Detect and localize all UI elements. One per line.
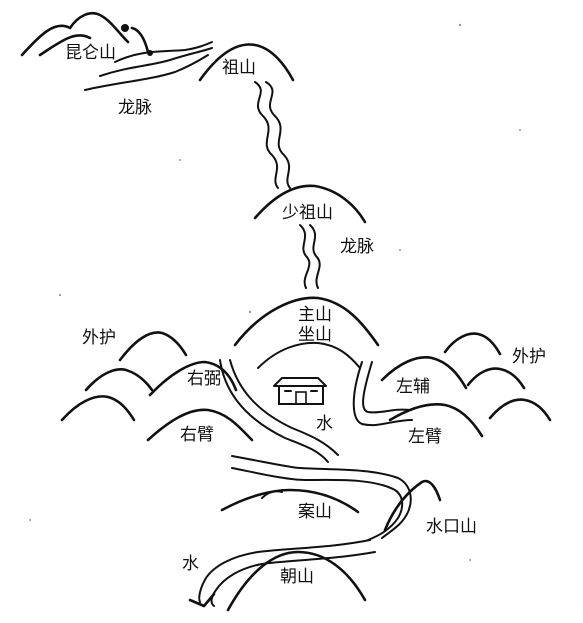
dragon-vein-top-line-3 xyxy=(84,54,209,91)
water-exit-line-a xyxy=(198,539,371,603)
anshan-ridge-marks xyxy=(261,490,283,499)
dragon-vein-top-line-1 xyxy=(114,41,213,63)
label-youbi-inner: 右弼 xyxy=(187,369,221,389)
youbi-arm-outline xyxy=(146,408,254,442)
zhushan-mountain-outline xyxy=(233,296,380,347)
label-zuobi: 左臂 xyxy=(408,427,442,447)
label-chaoshan: 朝山 xyxy=(280,567,314,587)
shuikoushan-outline xyxy=(383,479,442,532)
water-exit-arrow xyxy=(188,592,216,608)
paper-specks xyxy=(29,23,521,561)
label-kunlun: 昆仑山 xyxy=(65,43,116,63)
dragon-vein-upper-line-a xyxy=(254,81,279,189)
label-waihu-right: 外护 xyxy=(512,347,546,367)
water-left-arm-line-b xyxy=(229,359,339,456)
label-youbi: 右臂 xyxy=(180,425,214,445)
dragon-vein-top-line-2 xyxy=(99,47,213,77)
kunlun-hook xyxy=(130,26,150,54)
waihu-left-hill-2 xyxy=(84,368,154,392)
zuoshan-inner-arc xyxy=(257,341,361,369)
kunlun-peak-dot xyxy=(121,24,129,32)
label-anshan: 案山 xyxy=(298,502,332,522)
shaozushan-mountain-outline xyxy=(253,184,367,224)
chaoshan-mountain-outline xyxy=(226,550,367,612)
dragon-vein-lower-line-b xyxy=(309,224,321,289)
youbi-inner-hill-outline xyxy=(148,360,238,397)
zushan-mountain-outline xyxy=(198,43,295,82)
waihu-right-hill-1 xyxy=(443,332,502,356)
water-right-arm-line-a xyxy=(362,361,411,414)
dragon-vein-upper-line-b xyxy=(265,81,291,189)
water-right-arm-line-b xyxy=(352,361,413,427)
label-shui-center: 水 xyxy=(316,414,333,434)
waihu-left-hill-3 xyxy=(60,395,136,422)
zuofu-hill-outline xyxy=(380,356,468,390)
label-shuikoushan: 水口山 xyxy=(426,517,477,537)
waihu-left-hill-1 xyxy=(118,331,188,362)
waihu-right-hill-3 xyxy=(488,398,552,422)
kunlun-mountain-peaks xyxy=(20,11,130,57)
water-channel-line-b xyxy=(231,467,404,541)
water-channel-line-a xyxy=(231,455,412,539)
kunlun-mountain-ridge xyxy=(38,34,92,57)
zuobi-arm-outline xyxy=(388,402,484,438)
label-waihu-left: 外护 xyxy=(82,328,116,348)
dragon-vein-lower-line-a xyxy=(299,224,311,289)
label-longmai-mid: 龙脉 xyxy=(340,237,374,257)
label-shui-bottom: 水 xyxy=(182,554,199,574)
waihu-right-hill-2 xyxy=(466,367,526,390)
label-shaozushan: 少祖山 xyxy=(282,203,333,223)
label-zuofu: 左辅 xyxy=(396,377,430,397)
water-left-arm-line-a xyxy=(219,359,329,463)
label-zushan: 祖山 xyxy=(222,58,256,78)
label-longmai-top: 龙脉 xyxy=(118,98,152,118)
house-icon xyxy=(273,377,327,405)
anshan-mountain-outline xyxy=(220,488,360,514)
label-zuoshan: 坐山 xyxy=(298,325,332,345)
label-zhushan: 主山 xyxy=(298,305,332,325)
